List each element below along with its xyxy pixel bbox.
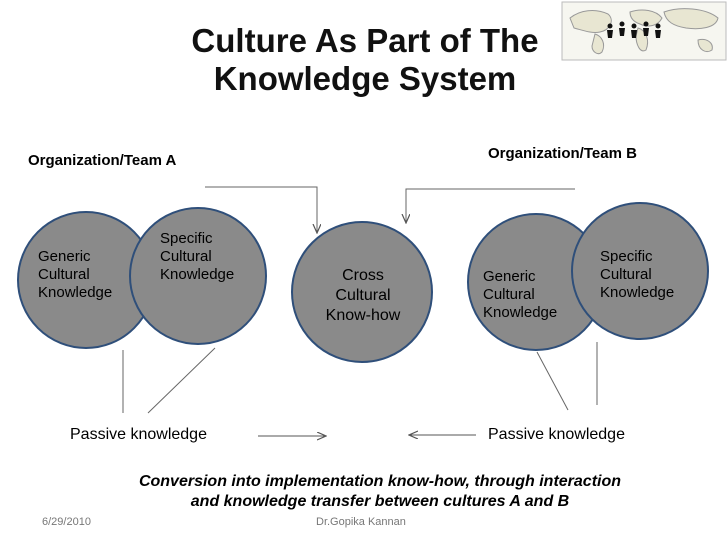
footer-date: 6/29/2010 [42,516,91,528]
passive-knowledge-left: Passive knowledge [70,426,207,443]
left-specific-label: Specific Cultural Knowledge [160,230,234,284]
bracket-line-b [406,188,575,222]
right-generic-line-1: Generic [483,268,536,285]
left-specific-line-1: Specific [160,230,213,247]
left-generic-line-1: Generic [38,248,91,265]
title-line-2: Knowledge System [213,60,517,97]
world-map-logo [561,1,727,61]
title-line-1: Culture As Part of The [191,22,539,59]
conversion-caption: Conversion into implementation know-how,… [60,472,700,512]
org-team-b-label: Organization/Team B [488,145,637,162]
conversion-line-1: Conversion into implementation know-how,… [138,473,622,490]
center-line-3: Know-how [325,307,401,324]
left-specific-line-3: Knowledge [160,266,235,283]
passive-knowledge-right: Passive knowledge [488,426,625,443]
center-line-1: Cross [342,267,384,284]
right-line-diagonal [536,351,569,411]
left-generic-line-2: Cultural [38,266,90,283]
left-specific-circle [129,207,267,345]
slide-title: Culture As Part of The Knowledge System [150,22,580,98]
right-specific-circle [571,202,709,340]
left-specific-line-2: Cultural [160,248,212,265]
right-specific-label: Specific Cultural Knowledge [600,248,674,302]
left-generic-line-3: Knowledge [38,284,113,301]
right-specific-line-1: Specific [600,248,653,265]
right-specific-line-2: Cultural [600,266,652,283]
left-generic-label: Generic Cultural Knowledge [38,248,112,302]
cross-cultural-circle [291,221,433,363]
center-line-2: Cultural [335,287,391,304]
conversion-line-2: and knowledge transfer between cultures … [190,493,570,510]
org-team-a-label: Organization/Team A [28,152,177,169]
footer-author: Dr.Gopika Kannan [316,516,406,528]
right-generic-line-2: Cultural [483,286,535,303]
right-generic-line-3: Knowledge [483,304,558,321]
bracket-line-a [205,186,317,232]
left-line-diagonal [147,347,216,414]
right-generic-label: Generic Cultural Knowledge [483,268,557,322]
right-specific-line-3: Knowledge [600,284,675,301]
cross-cultural-label: Cross Cultural Know-how [296,266,430,326]
